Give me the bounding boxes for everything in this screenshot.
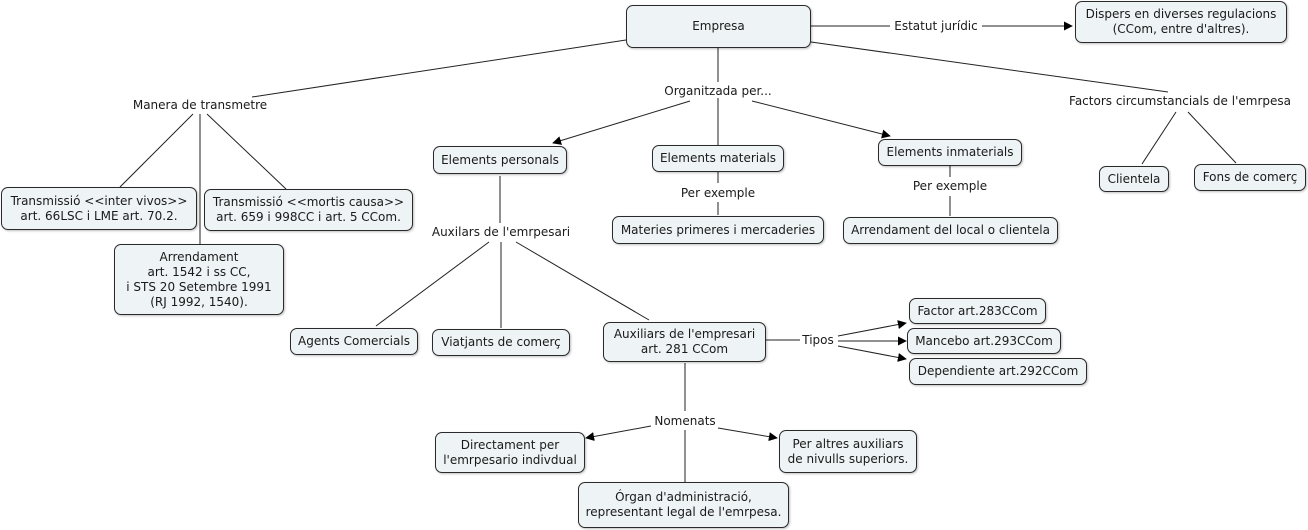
node-organ-administracio[interactable]: Órgan d'administració, representant lega… bbox=[578, 482, 789, 528]
edge-empresa-manera bbox=[251, 39, 627, 98]
edge-manera-intervivos bbox=[119, 113, 194, 188]
edge-auxilars-agents bbox=[375, 241, 490, 327]
node-empresa[interactable]: Empresa bbox=[626, 5, 811, 48]
node-elements-materials[interactable]: Elements materials bbox=[652, 145, 784, 172]
node-materies-primeres[interactable]: Materies primeres i mercaderies bbox=[612, 216, 824, 244]
node-dispers[interactable]: Dispers en diverses regulacions (CCom, e… bbox=[1075, 1, 1287, 43]
edge-factors-clientela bbox=[1141, 111, 1177, 165]
node-altres-auxiliars[interactable]: Per altres auxiliars de nivulls superior… bbox=[779, 430, 917, 473]
node-elements-inmaterials[interactable]: Elements inmaterials bbox=[878, 139, 1022, 166]
edge-empresa-factors bbox=[810, 41, 1169, 93]
node-directament[interactable]: Directament per l'emrpesario indivdual bbox=[435, 432, 585, 473]
node-mortis-causa[interactable]: Transmissió <<mortis causa>> art. 659 i … bbox=[204, 189, 413, 231]
node-agents-comercials[interactable]: Agents Comercials bbox=[290, 328, 418, 355]
node-fons-comerc[interactable]: Fons de comerç bbox=[1194, 164, 1306, 191]
edge-tipos-dependiente bbox=[837, 345, 907, 362]
link-nomenats: Nomenats bbox=[652, 414, 718, 428]
link-organitzada-per: Organitzada per... bbox=[662, 84, 774, 98]
edge-auxilars-auxiliars bbox=[515, 241, 650, 321]
node-factor[interactable]: Factor art.283CCom bbox=[909, 298, 1046, 324]
edge-organitzada-inmaterials bbox=[751, 100, 891, 139]
edge-organitzada-personals bbox=[552, 100, 691, 145]
node-dependiente[interactable]: Dependiente art.292CCom bbox=[909, 358, 1087, 385]
edge-factors-fons bbox=[1187, 111, 1237, 164]
link-estatut-juridic: Estatut jurídic bbox=[892, 19, 980, 33]
link-per-exemple-inmaterials: Per exemple bbox=[910, 179, 990, 193]
node-clientela[interactable]: Clientela bbox=[1099, 166, 1169, 192]
edge-nomenats-directament bbox=[585, 425, 652, 441]
node-viatjants[interactable]: Viatjants de comerç bbox=[432, 329, 570, 356]
node-mancebo[interactable]: Mancebo art.293CCom bbox=[907, 328, 1061, 354]
edge-manera-mortis bbox=[206, 113, 287, 190]
link-auxilars-emrpesari: Auxilars de l'emrpesari bbox=[429, 225, 573, 239]
node-auxiliars-empresari[interactable]: Auxiliars de l'empresari art. 281 CCom bbox=[603, 322, 766, 362]
node-arrendament-local[interactable]: Arrendament del local o clientela bbox=[843, 217, 1058, 244]
link-manera-transmetre: Manera de transmetre bbox=[130, 98, 270, 112]
node-elements-personals[interactable]: Elements personals bbox=[433, 146, 567, 174]
node-inter-vivos[interactable]: Transmissió <<inter vivos>> art. 66LSC i… bbox=[1, 187, 197, 230]
link-factors-circumstancials: Factors circumstancials de l'emrpesa bbox=[1067, 94, 1293, 108]
node-arrendament[interactable]: Arrendament art. 1542 i ss CC, i STS 20 … bbox=[114, 244, 284, 315]
link-per-exemple-materials: Per exemple bbox=[678, 186, 758, 200]
edge-tipos-factor bbox=[837, 320, 907, 337]
link-tipos: Tipos bbox=[800, 333, 836, 347]
edge-nomenats-altres bbox=[717, 427, 778, 442]
